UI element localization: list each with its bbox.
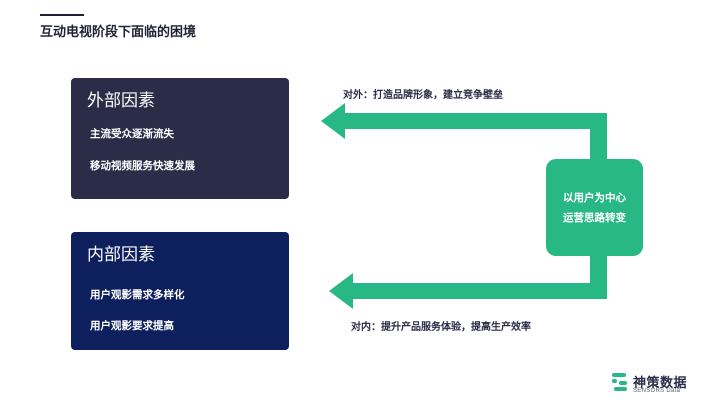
arrow-to-external — [321, 103, 607, 159]
user-centric-box: 以用户为中心 运营思路转变 — [546, 159, 643, 256]
external-factors-panel: 外部因素 主流受众逐渐流失 移动视频服务快速发展 — [71, 78, 289, 199]
sensors-logo-icon — [612, 373, 627, 391]
brand-name: 神策数据 — [633, 375, 688, 390]
internal-factors-panel: 内部因素 用户观影需求多样化 用户观影要求提高 — [71, 232, 289, 350]
arrow-to-internal — [329, 256, 607, 309]
external-factor-item: 主流受众逐渐流失 — [90, 128, 174, 140]
internal-factor-item: 用户观影需求多样化 — [90, 289, 185, 301]
brand-logo: 神策数据 SENSORS Data — [611, 372, 687, 399]
internal-factor-item: 用户观影要求提高 — [90, 320, 174, 332]
title-rule — [40, 14, 84, 16]
internal-strategy-label: 对内：提升产品服务体验，提高生产效率 — [351, 322, 531, 333]
external-strategy-label: 对外：打造品牌形象，建立竞争壁垒 — [343, 90, 503, 101]
center-line: 以用户为中心 — [563, 191, 626, 204]
center-line: 运营思路转变 — [563, 211, 626, 224]
external-factors-heading: 外部因素 — [87, 91, 155, 110]
external-factor-item: 移动视频服务快速发展 — [90, 160, 195, 172]
page-title: 互动电视阶段下面临的困境 — [40, 24, 197, 39]
internal-factors-heading: 内部因素 — [87, 245, 155, 264]
brand-subtitle: SENSORS Data — [633, 388, 681, 394]
